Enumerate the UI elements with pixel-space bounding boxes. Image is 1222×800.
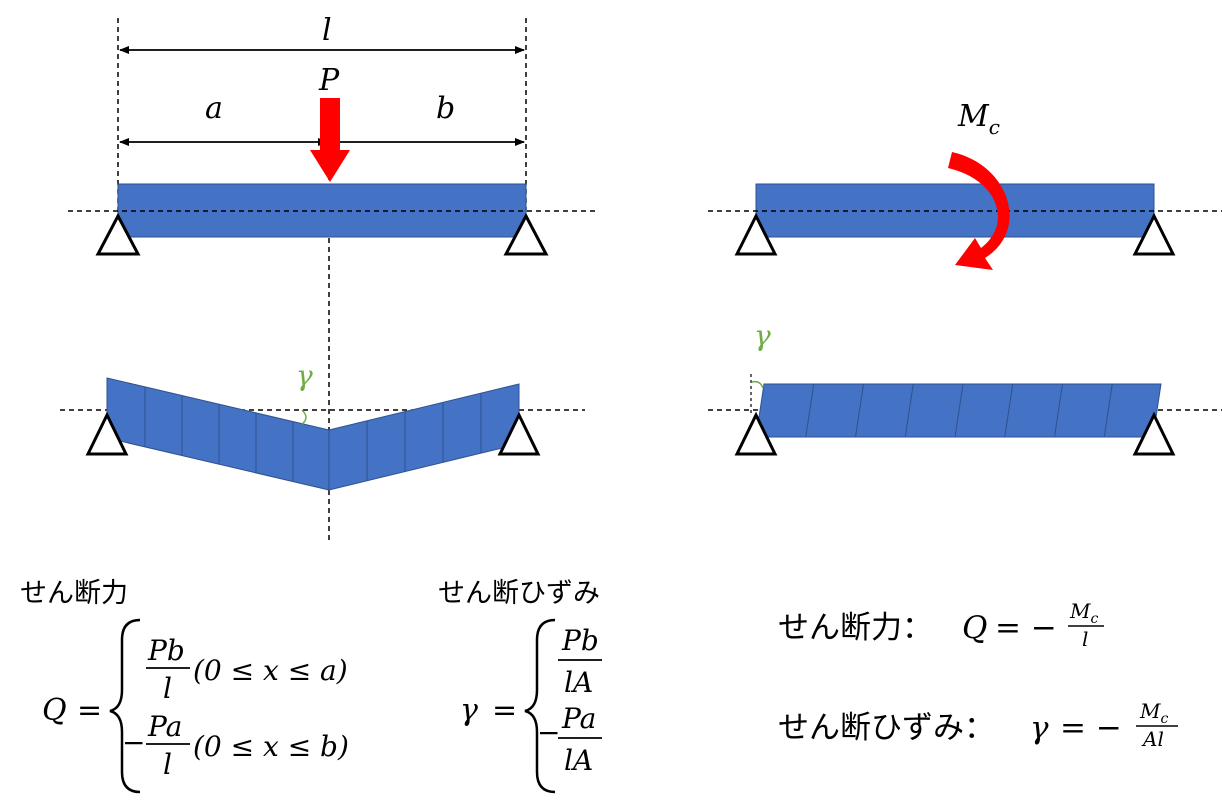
a-label: a xyxy=(205,91,223,126)
load-label: P xyxy=(318,63,340,98)
right-deformed-gridlines xyxy=(805,383,1113,438)
right-deformed-support-right xyxy=(1132,411,1176,456)
right-grid-line-4 xyxy=(954,383,964,438)
right-deformed-beam: γ xyxy=(708,319,1222,456)
right-shear-force-prefix: せん断力： xyxy=(778,610,933,646)
left-deformed-beam: γ xyxy=(60,359,585,491)
right-grid-line-5 xyxy=(1004,383,1014,438)
left-deformed-gridlines xyxy=(144,386,482,482)
gamma-case1-denominator: lA xyxy=(564,666,593,699)
Q-case2-condition: (0 ≤ x ≤ b) xyxy=(193,730,349,763)
right-shear-strain-eq: = − xyxy=(1060,710,1122,746)
right-grid-line-1 xyxy=(805,383,815,438)
right-grid-line-3 xyxy=(904,383,914,438)
left-gamma-label: γ xyxy=(296,359,313,392)
left-loaded-beam: l a b P xyxy=(68,13,595,540)
right-shear-force-lhs: Q xyxy=(962,610,987,646)
right-formulas: せん断力： Q = − Mc l せん断ひずみ： γ = − Mc Al xyxy=(778,599,1178,751)
shear-strain-title: せん断ひずみ xyxy=(438,578,600,609)
right-deformed-support-left xyxy=(734,411,778,456)
left-formulas: せん断力 せん断ひずみ Q = Pb l (0 ≤ x ≤ a) − Pa l … xyxy=(20,578,602,794)
gamma-case1-numerator: Pb xyxy=(561,624,599,657)
Q-case2-denominator: l xyxy=(163,748,172,781)
left-support-pin xyxy=(95,212,141,256)
right-shear-strain-numerator: Mc xyxy=(1139,699,1168,727)
right-support-pin xyxy=(503,212,549,256)
Q-case1-denominator: l xyxy=(163,672,172,705)
right-shear-force-denominator: l xyxy=(1082,627,1088,651)
Q-brace xyxy=(109,618,141,794)
right-shear-strain-denominator: Al xyxy=(1141,727,1164,751)
Q-case2-minus: − xyxy=(122,726,145,759)
gamma-equals: = xyxy=(492,693,517,728)
Q-case1-condition: (0 ≤ x ≤ a) xyxy=(193,654,348,687)
Q-lhs: Q xyxy=(42,693,67,728)
right-grid-line-6 xyxy=(1054,383,1063,438)
right-shear-strain-prefix: せん断ひずみ： xyxy=(778,710,995,746)
Q-case2-numerator: Pa xyxy=(147,710,182,743)
gamma-case2-minus: − xyxy=(537,716,560,749)
left-deformed-segment-a xyxy=(106,377,330,491)
right-shear-force-numerator: Mc xyxy=(1069,599,1098,627)
right-support-left xyxy=(734,212,778,256)
b-label: b xyxy=(436,91,455,126)
left-shear-angle-arc xyxy=(301,409,307,425)
moment-label: Mc xyxy=(957,99,1000,139)
right-shear-strain-lhs: γ xyxy=(1030,710,1049,746)
moment-arrow xyxy=(948,152,1010,270)
right-moment-beam: Mc xyxy=(708,99,1222,270)
Q-case1-numerator: Pb xyxy=(147,634,185,667)
right-grid-line-2 xyxy=(855,383,864,438)
gamma-case2-denominator: lA xyxy=(564,744,593,777)
shear-force-title: せん断力 xyxy=(20,578,128,609)
right-gamma-label: γ xyxy=(754,319,771,352)
load-arrow xyxy=(310,98,350,182)
gamma-brace xyxy=(524,618,556,794)
right-grid-line-7 xyxy=(1103,383,1113,438)
right-shear-force-eq: = − xyxy=(995,610,1057,646)
gamma-case2-numerator: Pa xyxy=(561,702,596,735)
right-support-right xyxy=(1132,212,1176,256)
right-shear-angle-arc xyxy=(751,380,764,389)
Q-equals: = xyxy=(77,693,102,728)
left-deformed-segment-b xyxy=(328,383,520,491)
span-label: l xyxy=(322,13,332,48)
left-deformed-support-left xyxy=(85,411,129,456)
gamma-lhs: γ xyxy=(460,693,478,728)
left-deformed-support-right xyxy=(497,411,541,456)
